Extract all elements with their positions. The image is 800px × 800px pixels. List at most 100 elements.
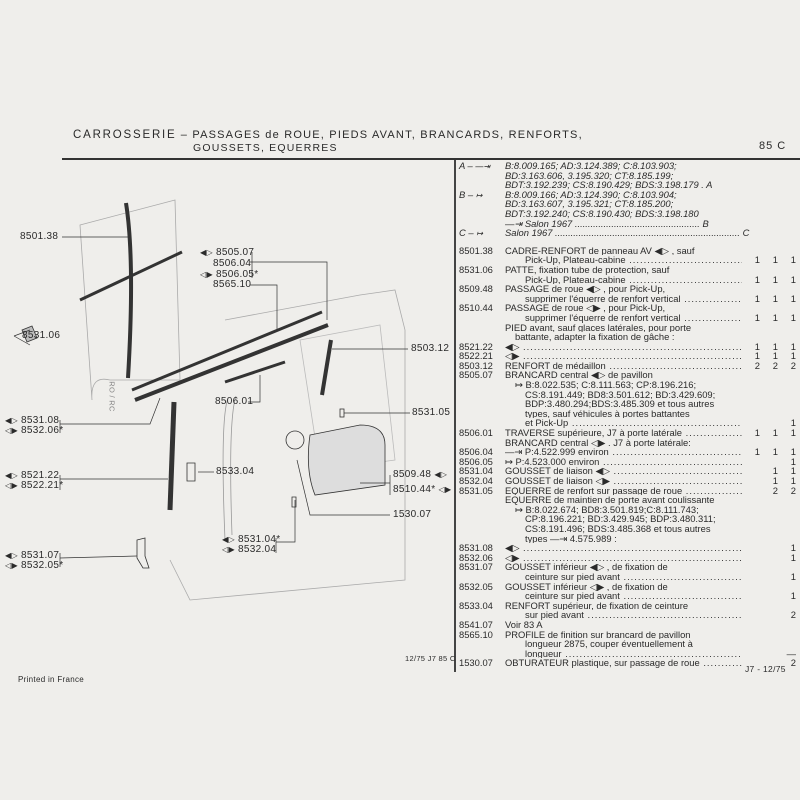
- callout-8531-04: ◀▷ 8531.04*: [222, 534, 280, 545]
- callout-8506-05: ◁▶ 8506.05*: [200, 269, 258, 280]
- callout-text: 8522.21*: [21, 480, 64, 491]
- quantity: [742, 390, 760, 400]
- part-description: ◁▶: [505, 553, 742, 563]
- part-description: Voir 83 A: [505, 619, 543, 630]
- part-number: 8531.08: [459, 542, 493, 554]
- applicability-text: BDT:3.192.239; CS:8.190.429; BDS:3.198.1…: [505, 180, 713, 190]
- parts-list: A – —⇥B:8.009.165; AD:3.124.389; C:8.103…: [459, 161, 796, 668]
- table-row: et Pick-Up1: [459, 418, 796, 428]
- table-row: 8531.08◀▷1: [459, 543, 796, 553]
- callout-8506-01: 8506.01: [215, 396, 254, 407]
- table-row: Pick-Up, Plateau-cabine111: [459, 255, 796, 265]
- part-number: [459, 323, 505, 333]
- table-row: 8532.06◁▶1: [459, 553, 796, 563]
- edition-code: J7 - 12/75: [745, 664, 786, 674]
- quantity: [760, 505, 778, 515]
- quantity: [760, 620, 778, 630]
- part-description: TRAVERSE supérieure, J7 à porte latérale: [505, 428, 742, 438]
- quantity: [760, 380, 778, 390]
- lh-arrow-icon: ◀▷: [5, 416, 18, 425]
- callout-8510-44: 8510.44* ◁▶: [393, 484, 451, 495]
- part-number: 8501.38: [459, 244, 493, 256]
- part-number: [459, 380, 505, 390]
- table-row: 8506.01 TRAVERSE supérieure, J7 à porte l…: [459, 428, 796, 438]
- part-number: [459, 514, 505, 524]
- part-description: CS:8.191.449; BD8:3.501.612; BD:3.429.60…: [525, 389, 716, 400]
- page-code: 85 C: [759, 140, 787, 152]
- applicability-key: C – ↦: [459, 228, 505, 238]
- rh-arrow-icon: ◁▶: [200, 270, 213, 279]
- quantity: [778, 380, 796, 390]
- part-description: longueur: [505, 649, 742, 659]
- printed-in: Printed in France: [18, 675, 85, 684]
- part-description: BDP:3.480.294;BDS:3.485.309 et tous autr…: [525, 399, 715, 409]
- part-description: RENFORT supérieur, de fixation de ceintu…: [505, 600, 689, 611]
- quantity: 1: [790, 570, 796, 582]
- part-description: PIED avant, sauf glaces latérales, pour …: [505, 322, 692, 333]
- part-description: GOUSSET de liaison ◀▷: [505, 466, 742, 476]
- part-number: 8506.01: [459, 427, 493, 439]
- quantity: [760, 572, 778, 582]
- quantity: [742, 572, 760, 582]
- part-description: BRANCARD central ◁▶ . J7 à porte latéral…: [505, 437, 691, 448]
- quantity: [778, 524, 796, 534]
- quantity: 1: [772, 273, 778, 285]
- applicability-text: —⇥ Salon 1967 ..........................…: [505, 218, 709, 229]
- callout-8532-04: ◁▶ 8532.04: [222, 544, 276, 555]
- quantity: 2: [790, 657, 796, 669]
- quantity: 1: [754, 427, 760, 439]
- quantity: [778, 620, 796, 630]
- quantity: [760, 562, 778, 572]
- quantity: [760, 514, 778, 524]
- callout-8509-48: 8509.48 ◀▷: [393, 469, 447, 480]
- part-description: ◀▷: [505, 342, 742, 352]
- part-description: ceinture sur pied avant: [505, 591, 742, 601]
- quantity: [778, 399, 796, 409]
- table-row: 8506.05↦ P:4.523.000 environ1: [459, 457, 796, 467]
- callout-text: 8506.05*: [216, 269, 259, 280]
- callout-8506-04: 8506.04: [213, 258, 252, 269]
- part-description: GOUSSET inférieur ◀▷ , de fixation de: [505, 562, 668, 572]
- part-number: 8503.12: [459, 359, 493, 371]
- quantity: 1: [790, 292, 796, 304]
- quantity: [742, 457, 760, 467]
- quantity: [760, 543, 778, 553]
- header-divider: [62, 158, 800, 160]
- quantity: 1: [754, 254, 760, 266]
- part-number: 8532.04: [459, 475, 493, 486]
- applicability-text: B:8.009.166; AD:3.124.390; C:8.103.904;: [505, 189, 677, 200]
- part-number: 8531.04: [459, 465, 493, 477]
- part-number: [459, 313, 505, 323]
- quantity: 2: [754, 359, 760, 371]
- quantity: [778, 495, 796, 505]
- quantity: [742, 505, 760, 515]
- applicability-text: B:8.009.165; AD:3.124.389; C:8.103.903;: [505, 161, 677, 171]
- part-description: battante, adapter la fixation de gâche :: [515, 332, 675, 342]
- part-description: PASSAGE de roue ◀▷ , pour Pick-Up,: [505, 284, 666, 294]
- quantity: [742, 486, 760, 496]
- part-number: 8510.44: [459, 302, 493, 314]
- quantity: [742, 591, 760, 601]
- part-number: 8565.10: [459, 628, 493, 640]
- quantity: [760, 582, 778, 592]
- table-row: ↦ B:8.022.535; C:8.111.563; CP:8.196.216…: [459, 380, 796, 390]
- quantity: 1: [790, 465, 796, 477]
- applicability-text: BD:3.163.607, 3.195.321; CT:8.185.200;: [505, 199, 674, 209]
- callout-8531-07: ◀▷ 8531.07: [5, 550, 59, 561]
- lh-arrow-icon: ◀▷: [222, 535, 235, 544]
- quantity: [742, 601, 760, 611]
- quantity: [742, 582, 760, 592]
- lh-arrow-icon: ◀▷: [5, 471, 18, 480]
- quantity: [742, 409, 760, 419]
- quantity: —: [786, 647, 796, 659]
- quantity: [742, 380, 760, 390]
- applicability-key-text: B –: [459, 188, 474, 200]
- table-row: battante, adapter la fixation de gâche :: [459, 332, 796, 342]
